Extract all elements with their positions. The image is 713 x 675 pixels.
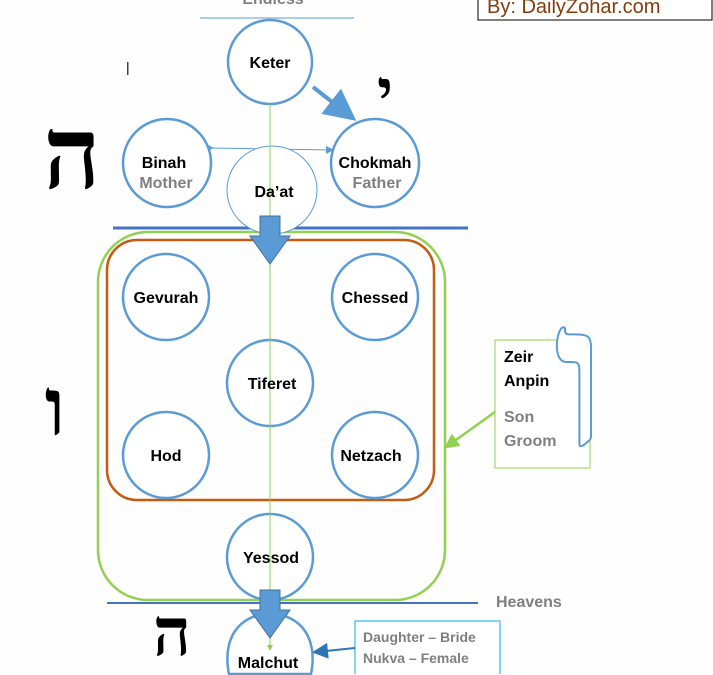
netzach-circle[interactable] xyxy=(330,410,420,500)
zeir-pointer xyxy=(443,410,496,449)
groom-label: Groom xyxy=(504,433,556,450)
chokmah-label: Chokmah xyxy=(339,155,412,172)
yud-letter: י xyxy=(377,57,393,127)
gevurah-label: Gevurah xyxy=(134,290,199,307)
byline-box xyxy=(477,0,713,21)
nukva-label: Nukva – Female xyxy=(363,650,469,666)
keter-chokmah-arrow xyxy=(311,85,357,121)
down-arrow-malchut xyxy=(249,589,291,639)
byline: By: DailyZohar.com xyxy=(487,0,660,18)
binah-label: Binah xyxy=(142,155,186,172)
zeir-label: Zeir xyxy=(504,349,533,366)
daughter-label: Daughter – Bride xyxy=(363,629,476,645)
malchut-label: Malchut xyxy=(238,655,299,672)
vav-left-letter: ו xyxy=(45,360,65,454)
heh-lower-letter: ה xyxy=(153,593,191,671)
heh-upper-letter: ה xyxy=(43,94,101,212)
zeir-anpin-box xyxy=(494,339,591,469)
heavens-label: Heavens xyxy=(496,594,562,611)
chokmah-circle[interactable] xyxy=(329,117,421,209)
binah-circle[interactable] xyxy=(121,117,213,209)
cursor-mark: | xyxy=(126,59,130,75)
son-label: Son xyxy=(504,409,534,426)
malchut-pointer xyxy=(312,642,356,659)
down-arrow-daat xyxy=(249,215,291,265)
gevurah-circle[interactable] xyxy=(121,252,211,342)
binah-sub: Mother xyxy=(139,175,192,192)
chessed-circle[interactable] xyxy=(330,252,420,342)
daughter-box xyxy=(354,620,501,674)
chessed-label: Chessed xyxy=(342,290,409,307)
keter-label: Keter xyxy=(250,55,291,72)
netzach-label: Netzach xyxy=(340,448,401,465)
tiferet-label: Tiferet xyxy=(248,376,297,393)
hod-circle[interactable] xyxy=(121,410,211,500)
vav-right-letter: ו xyxy=(554,258,605,493)
chokmah-sub: Father xyxy=(353,175,402,192)
yessod-label: Yessod xyxy=(243,550,299,567)
anpin-label: Anpin xyxy=(504,373,549,390)
daat-label: Da’at xyxy=(254,184,294,201)
hod-label: Hod xyxy=(150,448,181,465)
endless-label: Endless xyxy=(242,0,303,8)
